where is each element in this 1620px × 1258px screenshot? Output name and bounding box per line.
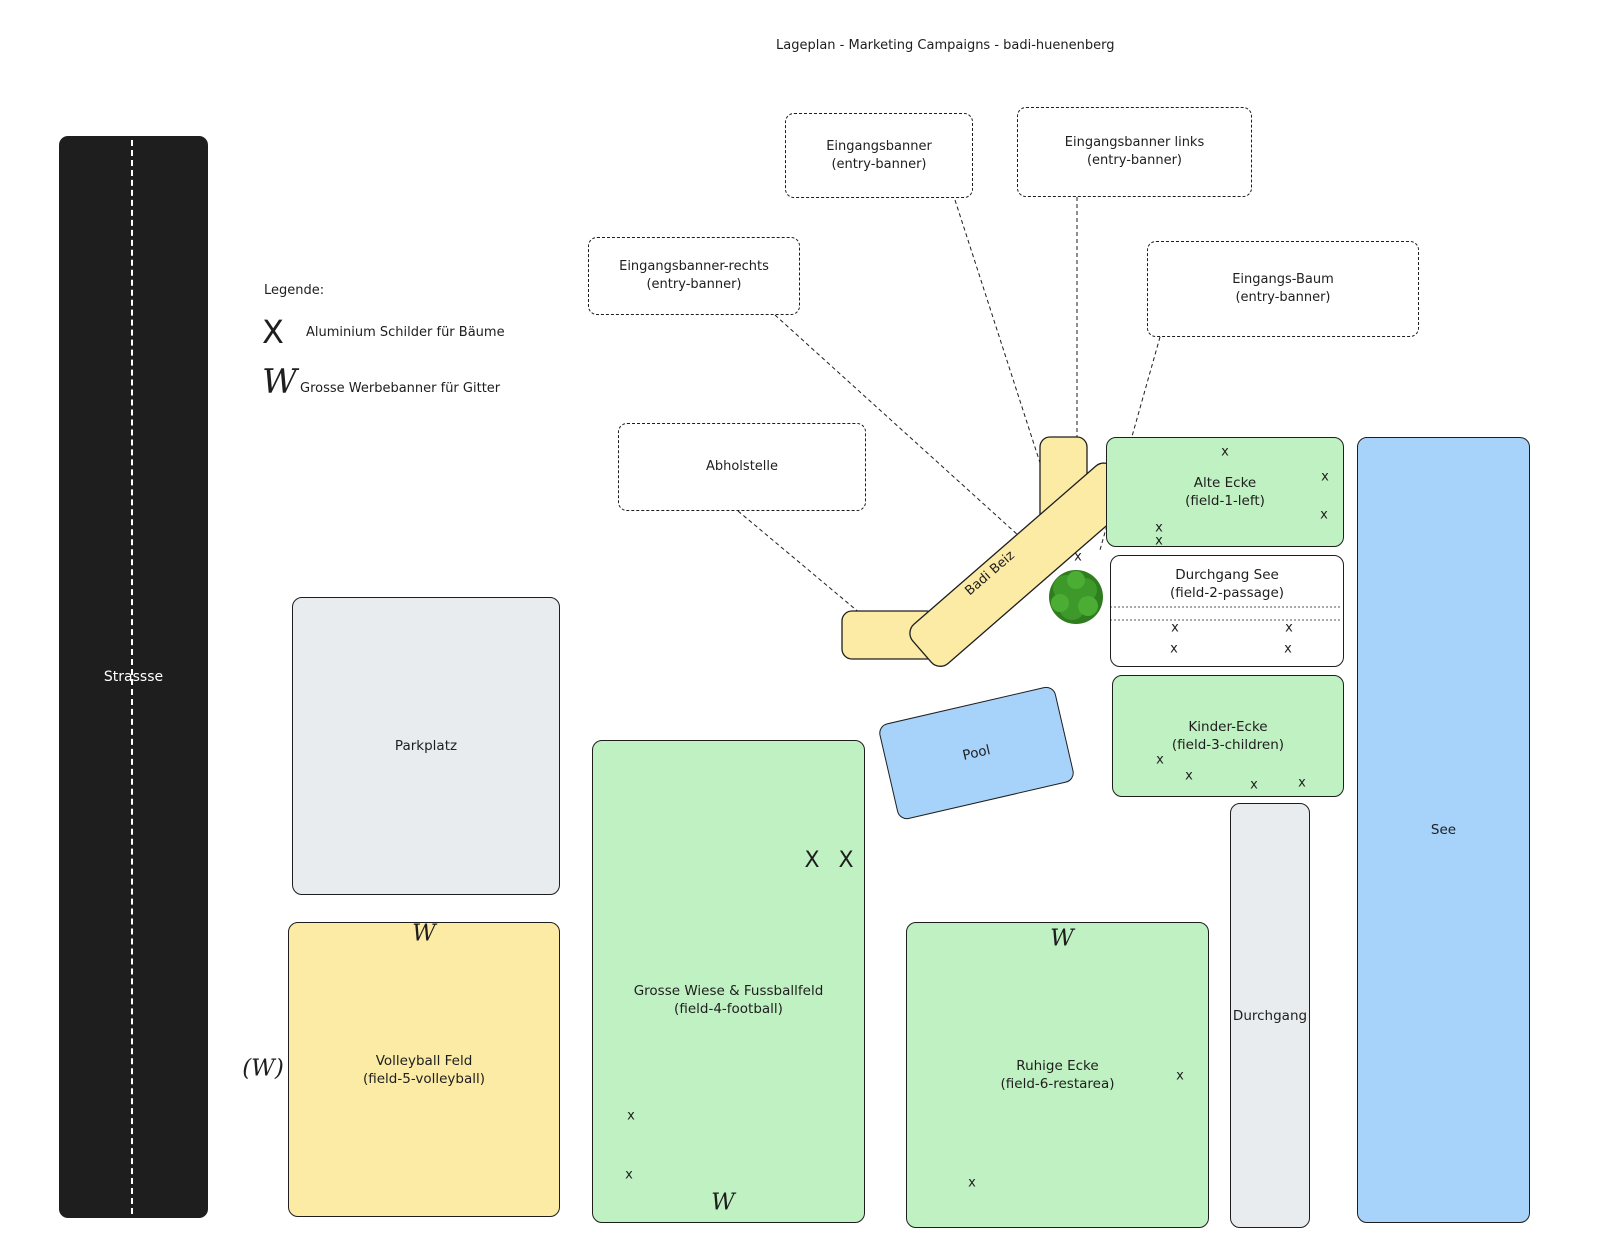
sign-x-mark: x [625, 1167, 633, 1183]
callout-abholstelle: Abholstelle [618, 423, 866, 511]
badi-beiz-shape [841, 436, 1135, 667]
durchgang-area: Durchgang [1230, 803, 1310, 1228]
kinder-ecke-area: Kinder-Ecke (field-3-children) [1112, 675, 1344, 797]
durchgang-see-label: Durchgang See (field-2-passage) [1169, 567, 1285, 601]
legend-x-symbol: X [262, 313, 284, 351]
sign-x-mark: x [1171, 620, 1179, 636]
callout-eingangsbanner-rechts: Eingangsbanner-rechts (entry-banner) [588, 237, 800, 315]
strasse-area: Strassse [59, 136, 208, 1218]
volleyball-label: Volleyball Feld (field-5-volleyball) [362, 1052, 486, 1087]
kinder-ecke-label: Kinder-Ecke (field-3-children) [1171, 719, 1285, 753]
pool-area: Pool [877, 684, 1076, 822]
alte-ecke-area: Alte Ecke (field-1-left) [1106, 437, 1344, 547]
connector-eingangsbanner [954, 199, 1066, 541]
tree-icon [1049, 570, 1103, 624]
callout-eingangsbanner-links: Eingangsbanner links (entry-banner) [1017, 107, 1252, 197]
ruhige-ecke-area: Ruhige Ecke (field-6-restarea) [906, 922, 1209, 1228]
sign-x-mark: X [804, 848, 820, 873]
volleyball-area: Volleyball Feld (field-5-volleyball) [288, 922, 560, 1217]
sign-x-mark: x [1285, 620, 1293, 636]
sign-x-mark: x [1176, 1068, 1184, 1084]
sign-x-mark: x [1185, 768, 1193, 784]
football-area: Grosse Wiese & Fussballfeld (field-4-foo… [592, 740, 865, 1223]
durchgang-label: Durchgang [1232, 1007, 1308, 1024]
football-label: Grosse Wiese & Fussballfeld (field-4-foo… [633, 983, 824, 1017]
sign-x-mark: x [1156, 752, 1164, 768]
callout-eingangsbanner: Eingangsbanner (entry-banner) [785, 113, 973, 198]
sign-x-mark: x [1074, 549, 1082, 565]
sign-x-mark: x [1155, 520, 1163, 536]
banner-w-mark: W [1050, 925, 1074, 952]
see-label: See [1430, 822, 1457, 838]
parkplatz-label: Parkplatz [394, 738, 458, 754]
strasse-label: Strassse [103, 669, 164, 685]
callout-eingangs-baum: Eingangs-Baum (entry-banner) [1147, 241, 1419, 337]
badi-beiz-vertical-part [1039, 436, 1088, 526]
sign-x-mark: x [1221, 444, 1229, 460]
sign-x-mark: x [1284, 641, 1292, 657]
legend-w-text: Grosse Werbebanner für Gitter [300, 381, 501, 396]
sign-x-mark: x [968, 1175, 976, 1191]
legend-w-symbol: W [262, 362, 297, 402]
legend-heading: Legende: [264, 283, 325, 298]
sign-x-mark: x [627, 1108, 635, 1124]
sign-x-mark: x [1155, 533, 1163, 549]
street-center-line [131, 140, 133, 1214]
connector-abholstelle [737, 510, 911, 656]
page-title: Lageplan - Marketing Campaigns - badi-hu… [776, 38, 1115, 53]
alte-ecke-label: Alte Ecke (field-1-left) [1185, 475, 1265, 509]
badi-beiz-foot-part [841, 610, 938, 660]
legend-x-text: Aluminium Schilder für Bäume [306, 325, 505, 340]
sign-x-mark: x [1320, 507, 1328, 523]
pool-label: Pool [961, 742, 992, 764]
banner-w-mark: W [412, 920, 436, 947]
sign-x-mark: x [1321, 469, 1329, 485]
sign-x-mark: X [838, 848, 854, 873]
badi-beiz-label: Badi Beiz [962, 548, 1018, 599]
ruhige-ecke-label: Ruhige Ecke (field-6-restarea) [1000, 1058, 1115, 1092]
badi-beiz-diagonal-part [909, 462, 1135, 667]
parkplatz-area: Parkplatz [292, 597, 560, 895]
sign-x-mark: x [1170, 641, 1178, 657]
sign-x-mark: x [1298, 775, 1306, 791]
see-area: See [1357, 437, 1530, 1223]
banner-w-mark: W [711, 1189, 735, 1216]
sign-x-mark: x [1250, 777, 1258, 793]
banner-w-optional-mark: (W) [242, 1055, 284, 1082]
durchgang-see-area: Durchgang See (field-2-passage) [1110, 555, 1344, 667]
